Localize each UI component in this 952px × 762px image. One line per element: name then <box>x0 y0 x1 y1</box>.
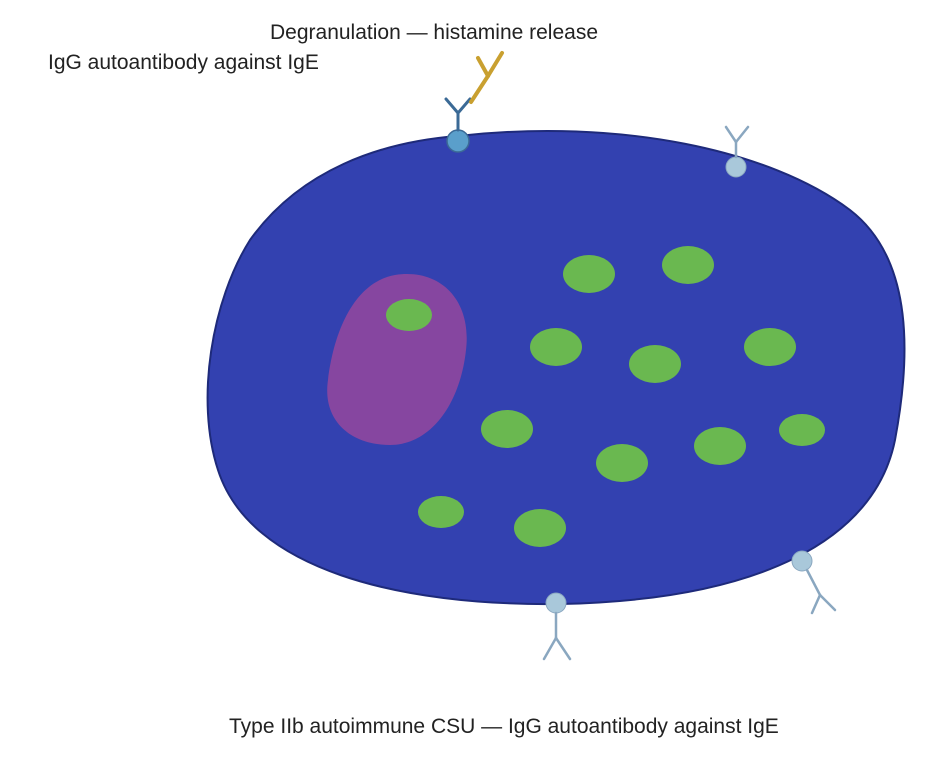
degranulation-label: Degranulation — histamine release <box>270 21 598 44</box>
antibody-y-icon <box>724 125 750 159</box>
surface-receptor <box>791 550 837 615</box>
granule <box>514 509 566 547</box>
antibody-y-icon <box>444 97 472 132</box>
granule <box>563 255 615 293</box>
granule <box>418 496 464 528</box>
granule <box>386 299 432 331</box>
crosslinked-receptor <box>444 51 504 153</box>
granule <box>629 345 681 383</box>
surface-receptor <box>542 592 572 661</box>
antibody-y-icon <box>542 611 572 661</box>
granule <box>662 246 714 284</box>
antibody-y-icon <box>805 568 837 615</box>
fc-receptor <box>791 550 813 572</box>
autoantibody-y-icon <box>469 51 504 104</box>
autoantibody-label: IgG autoantibody against IgE <box>48 51 319 74</box>
fc-receptor <box>725 156 747 178</box>
mast-cell-body <box>206 130 906 606</box>
granule <box>694 427 746 465</box>
diagram-caption: Type IIb autoimmune CSU — IgG autoantibo… <box>229 715 779 738</box>
granule <box>744 328 796 366</box>
surface-receptor <box>724 125 750 178</box>
granule <box>596 444 648 482</box>
granule <box>530 328 582 366</box>
fc-receptor-active <box>446 129 470 153</box>
granules <box>386 246 825 547</box>
granule <box>481 410 533 448</box>
fc-receptor <box>545 592 567 614</box>
granule <box>779 414 825 446</box>
